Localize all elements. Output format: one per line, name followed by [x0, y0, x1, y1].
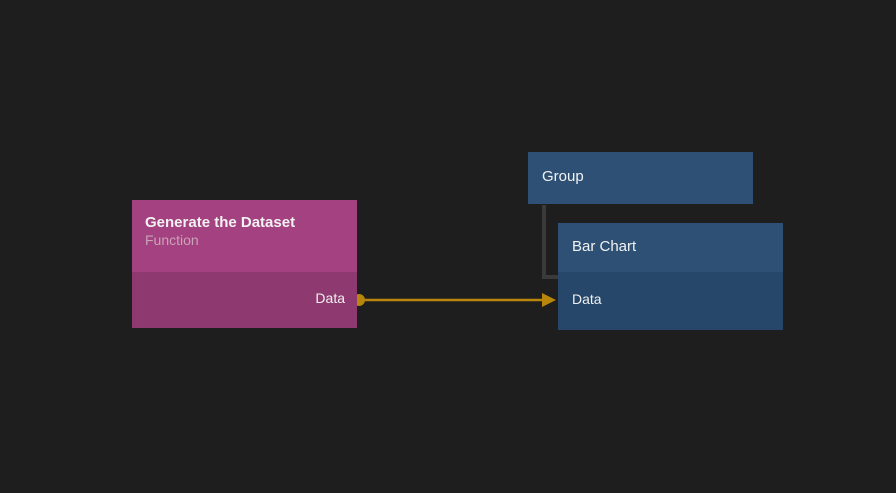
node-subtitle-generate-the-dataset: Function — [145, 232, 199, 248]
node-body-bar-chart[interactable]: Data — [558, 272, 783, 330]
data-edge-arrowhead — [542, 293, 556, 307]
output-port-data[interactable]: Data — [315, 290, 345, 306]
group-to-bar-chart-connector — [542, 205, 558, 279]
node-title-group: Group — [542, 168, 584, 185]
node-title-generate-the-dataset: Generate the Dataset — [145, 214, 296, 231]
node-body-generate-the-dataset[interactable]: Data — [132, 272, 357, 328]
node-generate-the-dataset[interactable]: Generate the Dataset Function Data — [132, 200, 357, 328]
node-header-generate-the-dataset[interactable]: Generate the Dataset Function — [132, 200, 357, 272]
node-bar-chart[interactable]: Bar Chart Data — [558, 223, 783, 330]
input-port-data[interactable]: Data — [572, 291, 602, 307]
node-group[interactable]: Group — [528, 152, 753, 204]
node-title-bar-chart: Bar Chart — [572, 238, 637, 255]
node-header-bar-chart[interactable]: Bar Chart — [558, 223, 783, 272]
